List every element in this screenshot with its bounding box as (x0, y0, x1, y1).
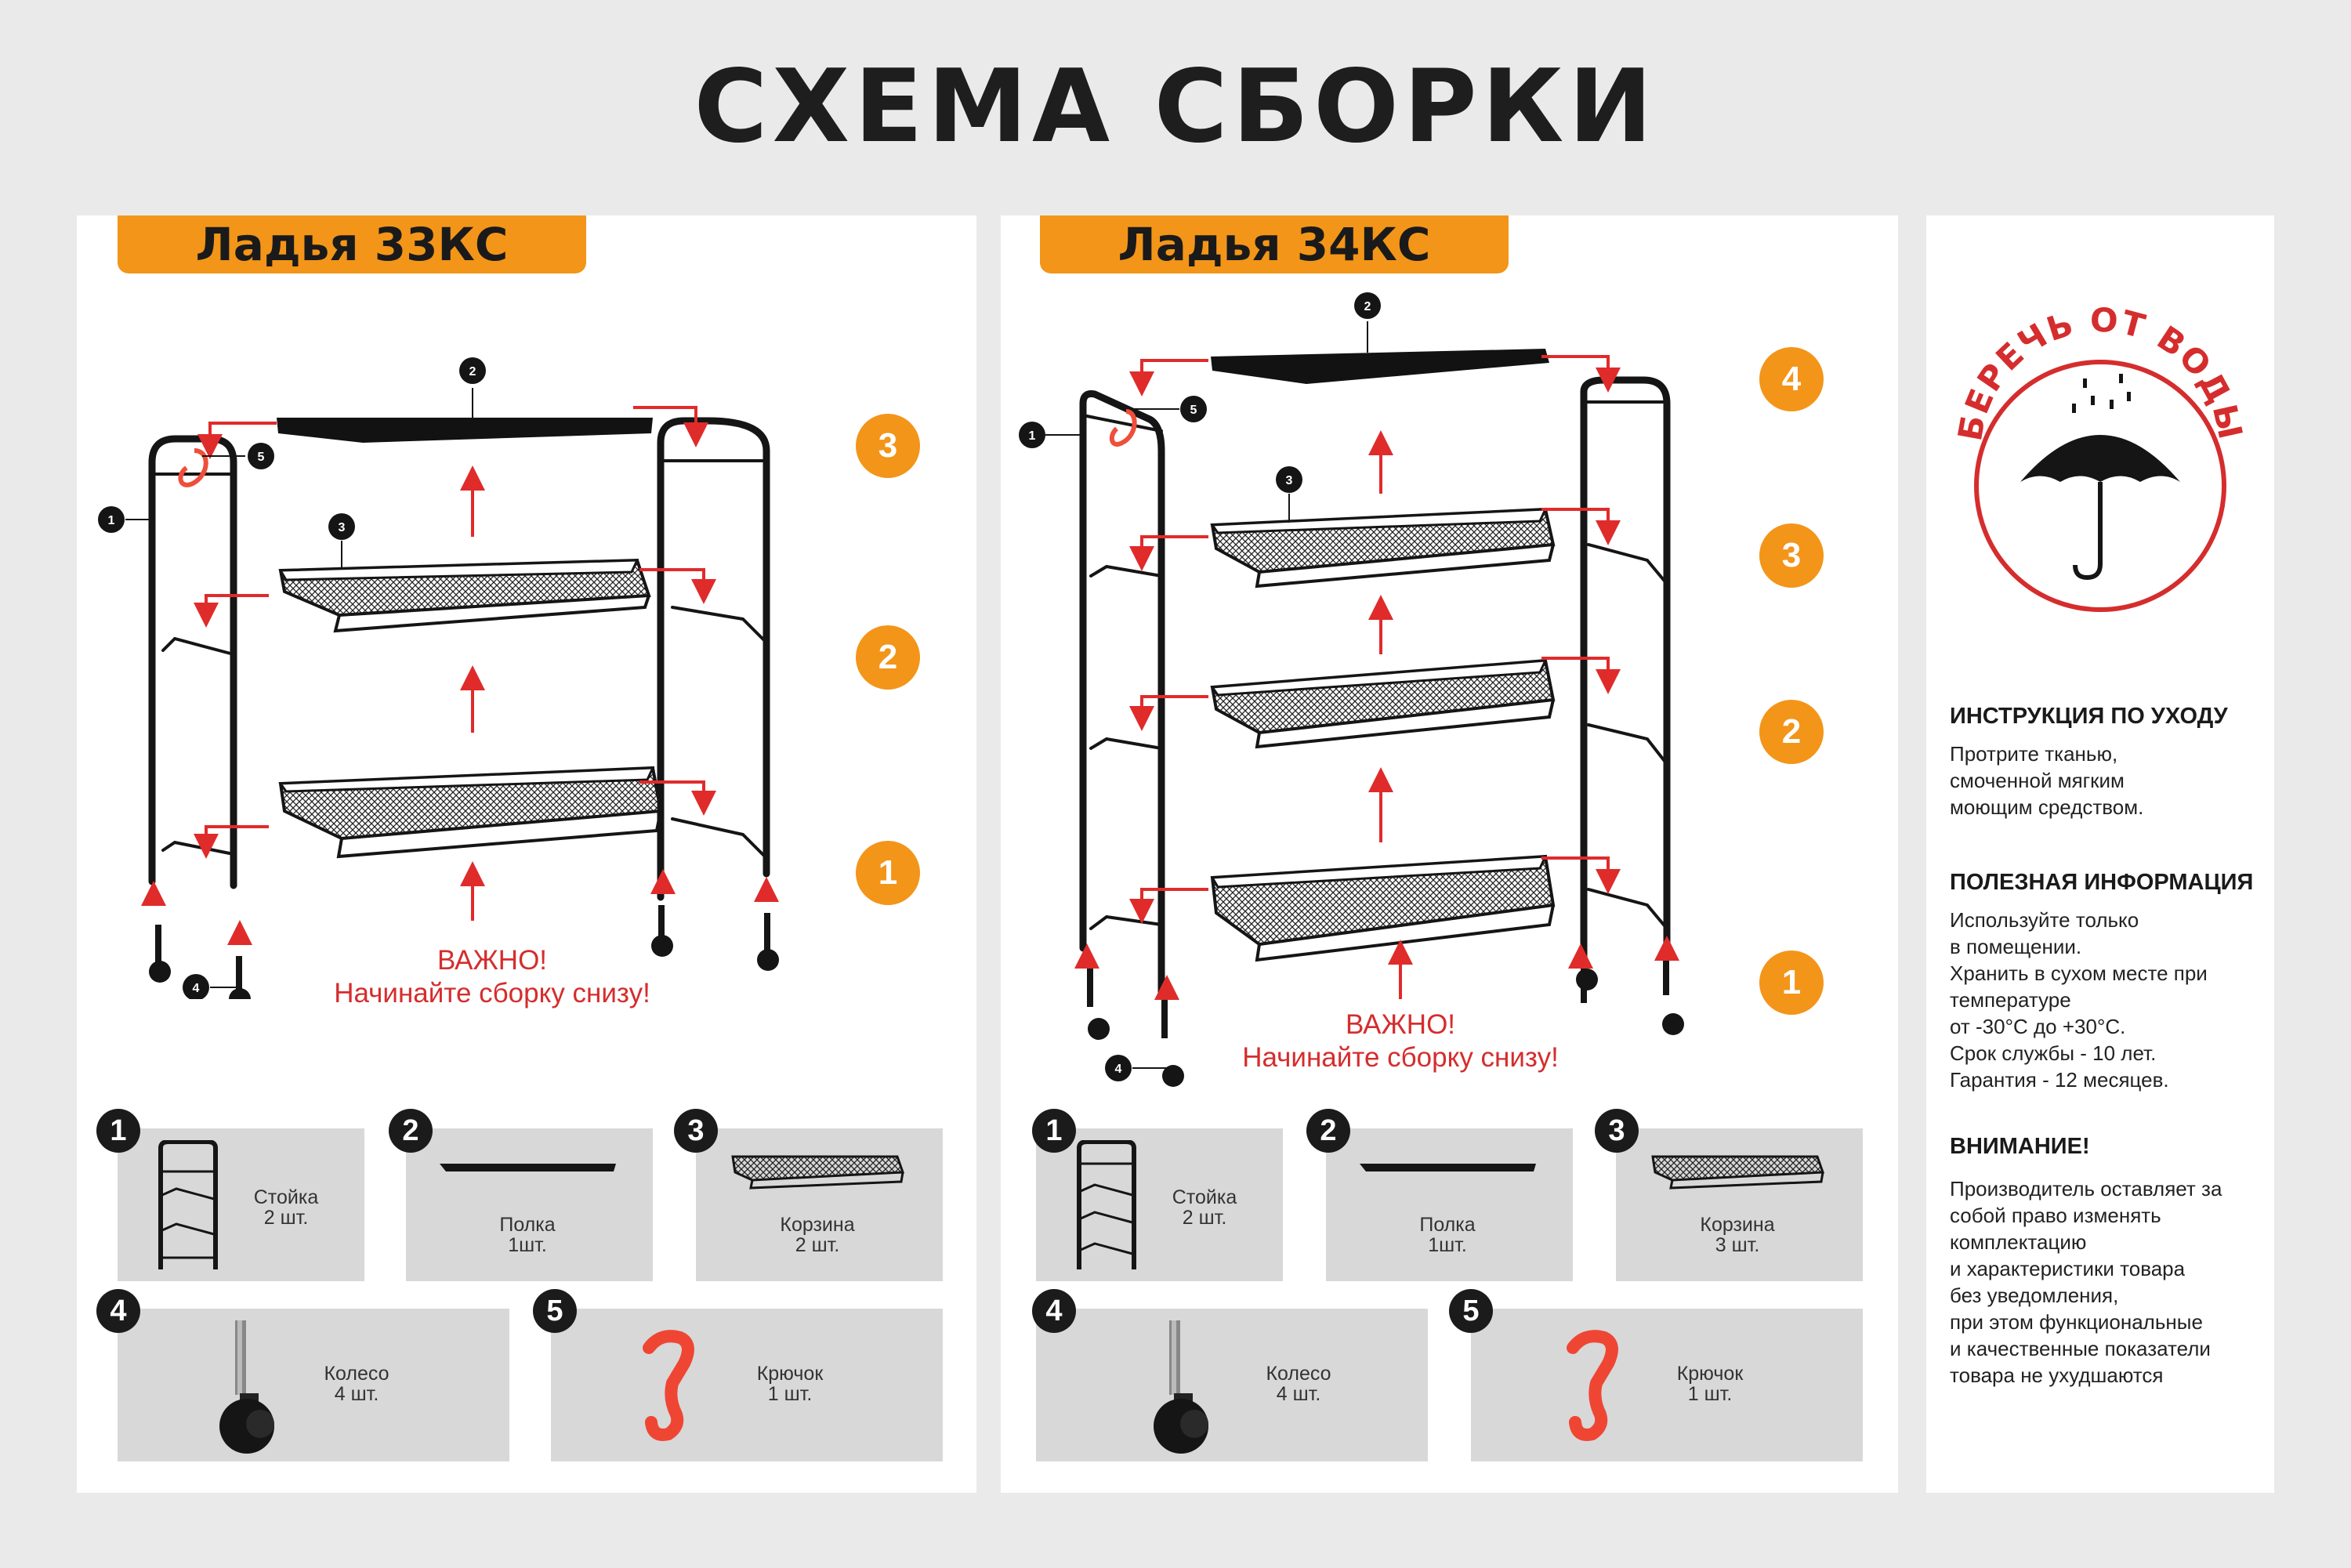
basket-icon (1651, 1155, 1825, 1190)
callout-3: 3 (339, 521, 346, 534)
frame-right (657, 417, 770, 901)
page-title: СХЕМА СБОРКИ (694, 49, 1657, 165)
callout-3: 3 (1286, 474, 1293, 487)
panel-model-33: Ладья 33КС (77, 215, 976, 1493)
basket-middle (1210, 658, 1556, 749)
stand-icon (1077, 1140, 1136, 1269)
callout-4: 4 (1115, 1063, 1122, 1076)
assembly-diagram: 2 3 1 5 4 (1019, 292, 1684, 1087)
wheel-icon (1154, 1320, 1208, 1454)
part-number-5: 5 (533, 1289, 577, 1333)
shelf-icon (440, 1164, 616, 1171)
part-number-1: 1 (1032, 1109, 1076, 1153)
info-panel (1926, 215, 2274, 1493)
part-number-3: 3 (674, 1109, 718, 1153)
care-heading: ИНСТРУКЦИЯ ПО УХОДУ (1950, 704, 2228, 729)
step-3: 3 (1759, 523, 1824, 588)
assembly-warning: ВАЖНО! Начинайте сборку снизу! (1204, 1009, 1596, 1074)
callout-2: 2 (1364, 300, 1371, 313)
assembly-diagram: 2 3 1 5 4 (98, 357, 779, 999)
part-callouts: 2 3 1 5 4 (98, 357, 486, 999)
basket-bottom (1210, 854, 1556, 962)
callout-1: 1 (108, 514, 115, 527)
step-2: 2 (856, 625, 920, 690)
callout-4: 4 (193, 982, 200, 995)
callout-1: 1 (1029, 429, 1036, 443)
umbrella-rain-icon (2020, 374, 2180, 581)
callout-2: 2 (469, 365, 476, 378)
basket-top (1210, 507, 1556, 588)
wheel-icon (219, 1320, 274, 1454)
warning-text: Начинайте сборку снизу! (1242, 1042, 1559, 1073)
shelf (277, 418, 653, 443)
basket-lower (278, 766, 663, 859)
part-number-2: 2 (389, 1109, 433, 1153)
step-2: 2 (1759, 700, 1824, 764)
assembly-warning: ВАЖНО! Начинайте сборку снизу! (296, 944, 688, 1010)
callout-5: 5 (1190, 404, 1197, 417)
frame-right (1580, 376, 1671, 968)
panel-model-34: Ладья 34КС (1001, 215, 1898, 1493)
model-name-tag: Ладья 34КС (1040, 215, 1509, 273)
hook-part (1109, 409, 1137, 447)
basket-upper (278, 558, 651, 633)
info-text: Используйте только в помещении. Хранить … (1950, 908, 2208, 1092)
warning-title: ВАЖНО! (1345, 1009, 1456, 1040)
part-number-1: 1 (96, 1109, 140, 1153)
wheels (149, 905, 779, 999)
care-text: Протрите тканью, смоченной мягким моющим… (1950, 742, 2144, 819)
wheels (1087, 956, 1684, 1087)
step-4: 4 (1759, 347, 1824, 411)
stand-icon (158, 1140, 218, 1269)
step-1: 1 (856, 841, 920, 905)
part-number-3: 3 (1595, 1109, 1639, 1153)
frame-left (148, 435, 237, 889)
attention-text: Производитель оставляет за собой право и… (1950, 1177, 2222, 1387)
hook-icon (1567, 1330, 1618, 1441)
callout-5: 5 (258, 451, 265, 464)
warning-title: ВАЖНО! (437, 945, 548, 976)
warning-text: Начинайте сборку снизу! (334, 978, 650, 1009)
model-name-tag: Ладья 33КС (118, 215, 586, 273)
part-number-4: 4 (1032, 1289, 1076, 1333)
frame-left (1079, 390, 1165, 999)
part-number-5: 5 (1449, 1289, 1493, 1333)
step-3: 3 (856, 414, 920, 478)
hook-icon (643, 1330, 694, 1441)
keep-dry-badge: БЕРЕЧЬ ОТ ВОДЫ (1951, 301, 2248, 612)
info-heading: ПОЛЕЗНАЯ ИНФОРМАЦИЯ (1950, 870, 2254, 895)
step-1: 1 (1759, 951, 1824, 1015)
hook-part (178, 448, 208, 487)
shelf (1211, 349, 1549, 384)
shelf-icon (1360, 1164, 1536, 1171)
attention-heading: ВНИМАНИЕ! (1950, 1134, 2090, 1159)
part-callouts: 2 3 1 5 4 (1019, 292, 1381, 1081)
part-number-2: 2 (1306, 1109, 1350, 1153)
part-number-4: 4 (96, 1289, 140, 1333)
basket-icon (731, 1155, 905, 1190)
